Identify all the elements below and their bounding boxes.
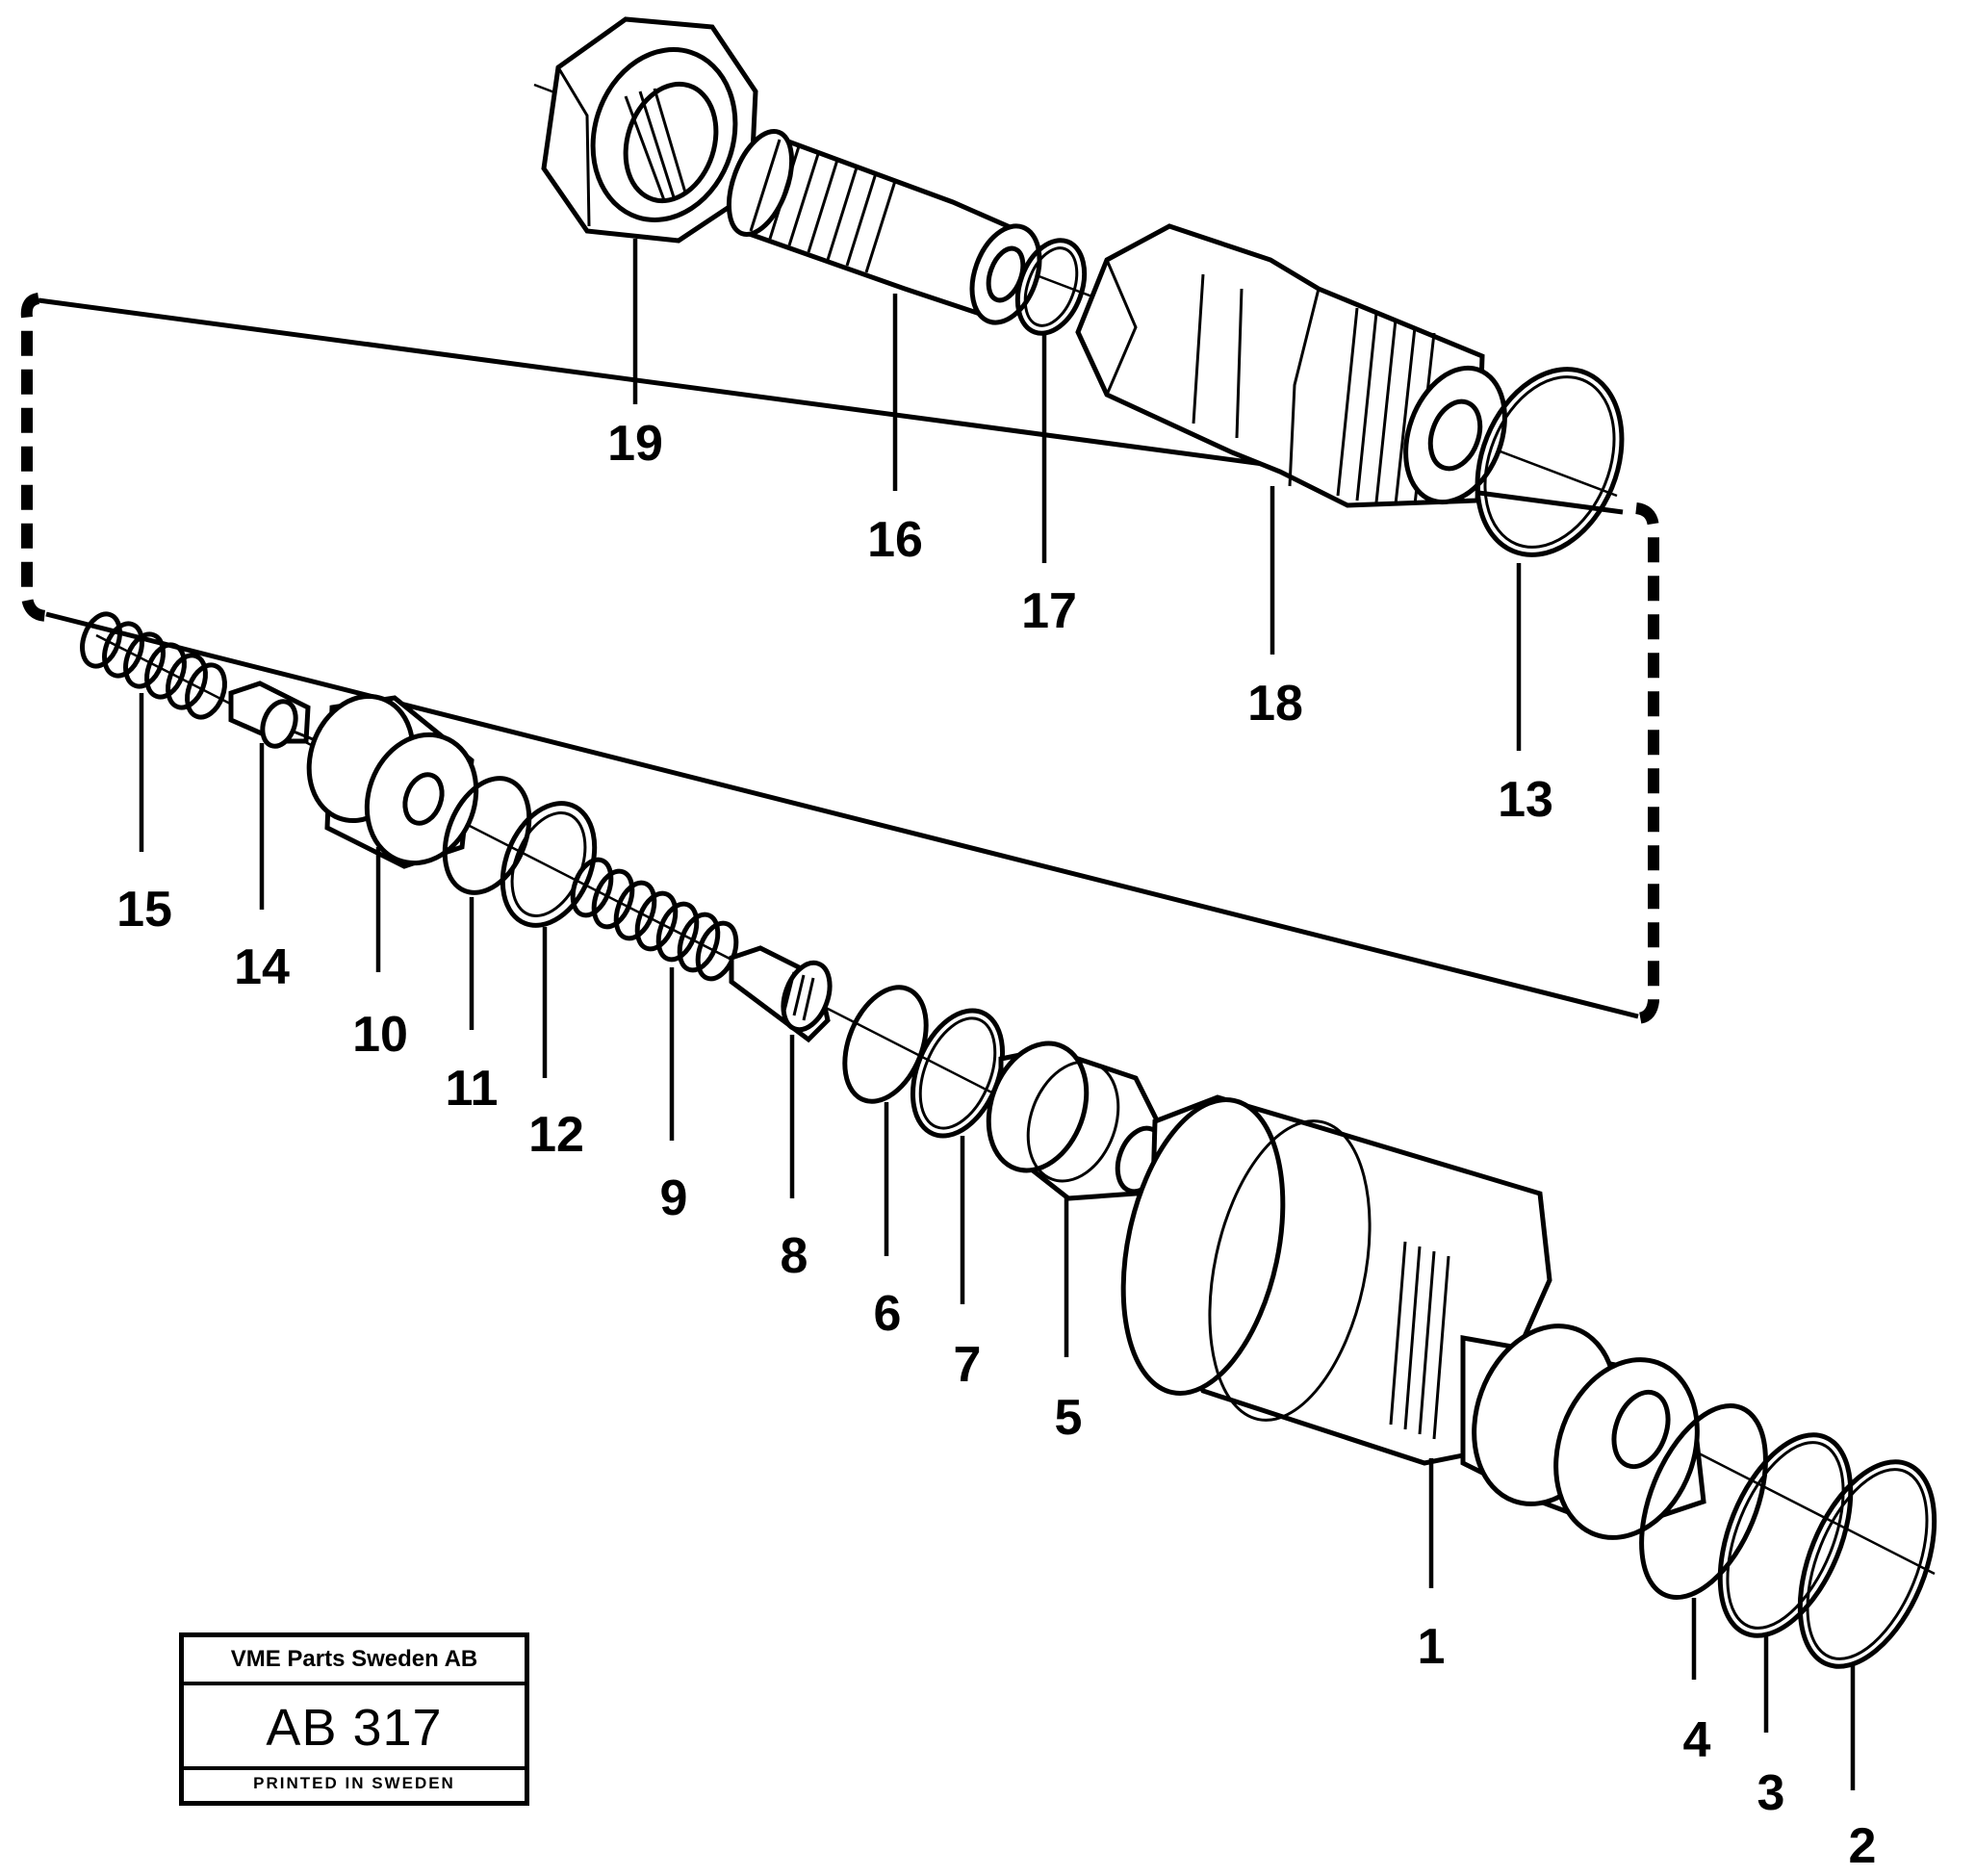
label-part-14: 14 <box>234 939 290 995</box>
label-part-6: 6 <box>874 1286 902 1342</box>
label-part-1: 1 <box>1418 1619 1446 1675</box>
label-part-13: 13 <box>1498 772 1553 828</box>
label-part-19: 19 <box>607 416 663 472</box>
part-18-hex-adapter <box>1075 223 1507 508</box>
part-8-poppet <box>729 945 833 1043</box>
part-13-o-ring <box>1475 367 1625 557</box>
label-part-5: 5 <box>1055 1390 1083 1446</box>
part-14-valve-pin <box>228 681 319 749</box>
label-part-16: 16 <box>867 512 923 568</box>
label-part-4: 4 <box>1683 1712 1711 1768</box>
part-19-hex-nut <box>541 16 758 244</box>
part-11-ring <box>442 776 532 895</box>
label-part-7: 7 <box>954 1337 982 1393</box>
part-5-valve-seat <box>986 1041 1167 1201</box>
label-part-8: 8 <box>781 1228 808 1284</box>
label-part-3: 3 <box>1757 1765 1785 1821</box>
part-3-ring <box>1717 1432 1854 1638</box>
part-12-ring <box>500 801 598 928</box>
title-block: VME Parts Sweden AB AB 317 PRINTED IN SW… <box>179 1632 529 1806</box>
company-name: VME Parts Sweden AB <box>184 1637 525 1685</box>
part-2-ring <box>1797 1459 1937 1669</box>
part-10-cylinder <box>306 693 479 869</box>
label-part-15: 15 <box>116 882 172 938</box>
label-part-17: 17 <box>1021 583 1077 639</box>
part-number-labels: 19 16 17 18 13 15 14 10 11 12 9 8 6 7 5 … <box>116 416 1876 1874</box>
label-part-12: 12 <box>528 1107 584 1163</box>
part-1-valve-body <box>1120 1094 1706 1540</box>
leader-lines <box>139 239 1856 1790</box>
label-part-9: 9 <box>660 1170 688 1226</box>
label-part-18: 18 <box>1247 676 1303 732</box>
printed-notice: PRINTED IN SWEDEN <box>253 1774 455 1792</box>
part-16-threaded-nipple <box>726 129 1042 325</box>
part-4-ring <box>1639 1402 1768 1601</box>
part-15-spring <box>80 611 227 720</box>
drawing-code: AB 317 <box>184 1685 525 1770</box>
label-part-10: 10 <box>352 1007 408 1063</box>
label-part-2: 2 <box>1849 1818 1877 1874</box>
part-17-o-ring <box>1014 238 1088 336</box>
label-part-11: 11 <box>446 1061 499 1117</box>
